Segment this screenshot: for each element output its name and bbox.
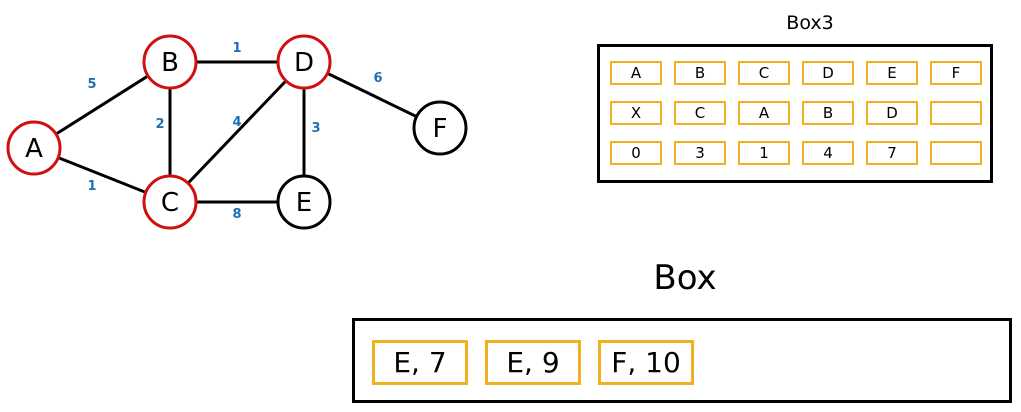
box-title: Box	[653, 258, 717, 298]
box3-cell: C	[674, 101, 726, 125]
node-label-c: C	[161, 188, 179, 218]
node-c: C	[142, 174, 198, 230]
node-label-b: B	[161, 48, 179, 78]
box3-cell: D	[802, 61, 854, 85]
node-label-d: D	[294, 48, 314, 78]
box3-cell: 1	[738, 141, 790, 165]
node-b: B	[142, 34, 198, 90]
box3-cell: C	[738, 61, 790, 85]
box-item: E, 9	[485, 340, 581, 385]
box3-cell: A	[738, 101, 790, 125]
box3-cell: E	[866, 61, 918, 85]
edge-weight-a-b: 5	[87, 77, 96, 92]
weighted-graph: 5 1 1 2 4 3 6 8 A B C D E F	[6, 34, 468, 230]
node-circle-b	[142, 34, 198, 90]
node-circle-a	[6, 120, 62, 176]
edge-weight-a-c: 1	[87, 179, 96, 194]
box-queue: E, 7 E, 9 F, 10	[352, 318, 1012, 403]
node-circle-c	[142, 174, 198, 230]
box3-cell: 0	[610, 141, 662, 165]
node-label-e: E	[296, 188, 312, 218]
edge-weight-c-d: 4	[232, 115, 241, 130]
box3-cell: F	[930, 61, 982, 85]
box3-cell	[930, 101, 982, 125]
box3-cell: D	[866, 101, 918, 125]
node-a: A	[6, 120, 62, 176]
edge-weight-d-f: 6	[373, 71, 382, 86]
edge-weight-d-e: 3	[311, 121, 320, 136]
box3-cell: 4	[802, 141, 854, 165]
edge-c-d	[168, 60, 306, 204]
box3-cell: B	[674, 61, 726, 85]
box3-cell: B	[802, 101, 854, 125]
node-label-a: A	[25, 134, 43, 164]
node-circle-e	[276, 174, 332, 230]
node-f: F	[412, 100, 468, 156]
box3-cell: 7	[866, 141, 918, 165]
box3-cell: A	[610, 61, 662, 85]
box3-cell	[930, 141, 982, 165]
edge-weight-b-c: 2	[155, 117, 164, 132]
box3-cell: 3	[674, 141, 726, 165]
node-circle-d	[276, 34, 332, 90]
node-circle-f	[412, 100, 468, 156]
box3-cell: X	[610, 101, 662, 125]
box3-title: Box3	[786, 12, 834, 34]
edge-weight-c-e: 8	[232, 207, 241, 222]
edge-weight-b-d: 1	[232, 41, 241, 56]
box-item: F, 10	[598, 340, 694, 385]
node-e: E	[276, 174, 332, 230]
node-label-f: F	[433, 114, 448, 144]
node-d: D	[276, 34, 332, 90]
box-item: E, 7	[372, 340, 468, 385]
